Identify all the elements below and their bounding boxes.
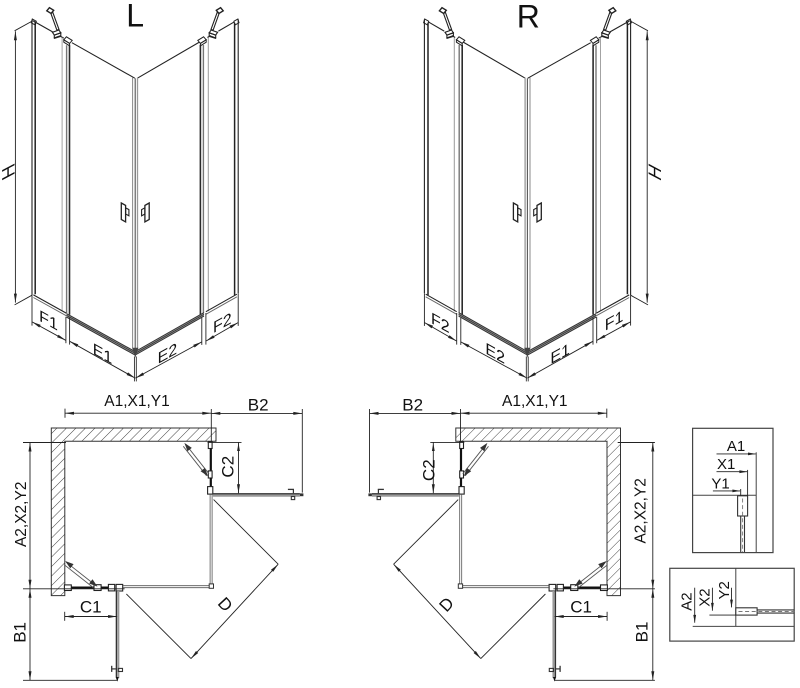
svg-text:A1,X1,Y1: A1,X1,Y1 <box>104 393 170 410</box>
svg-text:B1: B1 <box>10 622 29 643</box>
svg-text:B2: B2 <box>248 396 269 415</box>
svg-text:A1,X1,Y1: A1,X1,Y1 <box>502 393 568 410</box>
svg-text:C2: C2 <box>219 456 238 478</box>
svg-text:A2: A2 <box>679 592 696 610</box>
svg-text:A1: A1 <box>727 438 745 455</box>
svg-text:Y2: Y2 <box>716 581 733 599</box>
svg-text:B2: B2 <box>402 396 423 415</box>
svg-text:A2,X2,Y2: A2,X2,Y2 <box>13 482 30 548</box>
svg-text:B1: B1 <box>632 622 651 643</box>
svg-text:Y1: Y1 <box>711 475 729 492</box>
svg-text:C1: C1 <box>570 598 592 617</box>
svg-text:X1: X1 <box>717 456 735 473</box>
svg-text:A2,X2,Y2: A2,X2,Y2 <box>632 478 649 544</box>
svg-text:L: L <box>126 0 144 34</box>
svg-text:C1: C1 <box>80 598 102 617</box>
svg-text:X2: X2 <box>696 588 713 606</box>
svg-text:R: R <box>517 0 540 35</box>
svg-text:C2: C2 <box>419 459 438 481</box>
